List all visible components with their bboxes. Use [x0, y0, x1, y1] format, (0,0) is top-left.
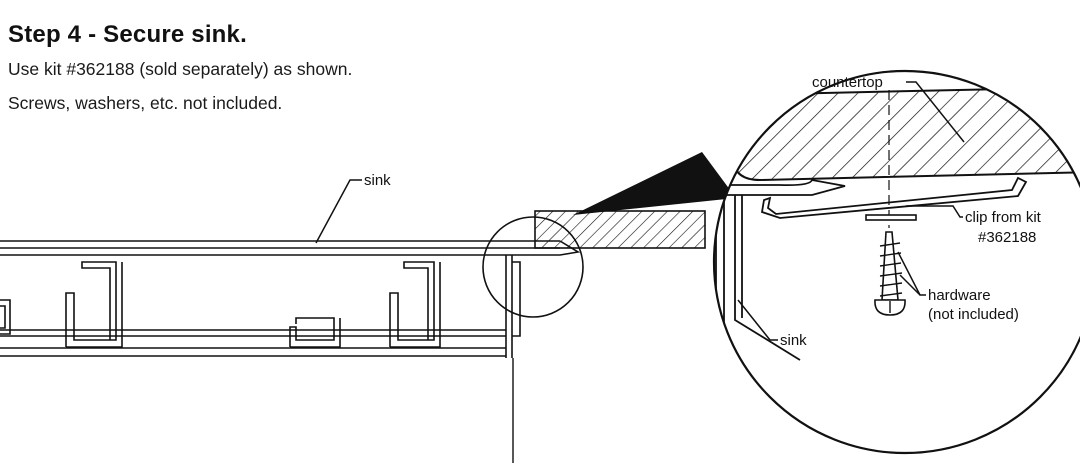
step-title: Step 4 - Secure sink. [8, 21, 247, 48]
label-countertop: countertop [812, 74, 883, 91]
magnified-detail [714, 71, 1080, 453]
label-hardware-line2: (not included) [928, 306, 1019, 323]
label-sink-detail: sink [780, 332, 807, 349]
magnifier-circle [712, 69, 1080, 455]
countertop-section [534, 210, 706, 249]
instruction-line-kit: Use kit #362188 (sold separately) as sho… [8, 59, 353, 79]
label-sink-main: sink [364, 172, 391, 189]
label-hardware-line1: hardware [928, 287, 991, 304]
label-clip-line2: #362188 [978, 229, 1036, 246]
instruction-line-hardware: Screws, washers, etc. not included. [8, 93, 283, 113]
label-leaders [315, 81, 965, 341]
label-clip-line1: clip from kit [965, 209, 1042, 226]
sink-cross-section [0, 240, 581, 463]
magnifier-connector [573, 152, 736, 215]
detail-callout-circle [482, 216, 584, 318]
